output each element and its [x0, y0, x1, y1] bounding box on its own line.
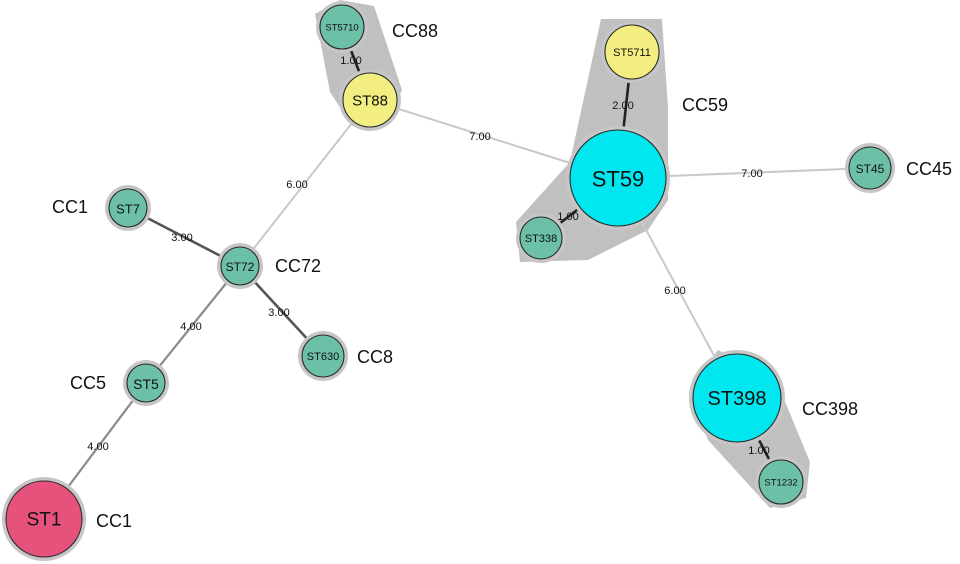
- node-circle: [126, 363, 166, 403]
- edge-weight-label: 1.00: [557, 211, 578, 223]
- edge-weight-label: 3.00: [171, 232, 192, 244]
- node-st72[interactable]: ST72: [217, 243, 263, 289]
- cc-label-cc398: CC398: [802, 399, 858, 419]
- node-circle: [569, 129, 667, 227]
- node-circle: [848, 146, 892, 190]
- edge-weight-label: 7.00: [469, 131, 490, 143]
- edge-weight-label: 4.00: [87, 441, 108, 453]
- edge-weight-label: 2.00: [612, 100, 633, 112]
- cc-label-cc1-st7: CC1: [52, 197, 88, 217]
- edge-st72-st88: [239, 99, 371, 267]
- edge-weight-labels: 4.00 4.00 3.00 3.00 6.00 1.00 7.00 2.00 1.00 7.00…: [87, 55, 769, 457]
- node-label: ST5710: [325, 23, 358, 34]
- node-st1232[interactable]: ST1232: [755, 456, 807, 508]
- node-st5710[interactable]: ST5710: [316, 1, 368, 53]
- node-circle: [519, 216, 563, 260]
- node-label: ST338: [525, 233, 557, 245]
- edge-st5-st72: [145, 265, 241, 384]
- node-st1[interactable]: ST1: [2, 477, 86, 561]
- node-st88[interactable]: ST88: [339, 69, 401, 131]
- edge-weight-label: 6.00: [286, 179, 307, 191]
- cc-label-cc72: CC72: [275, 256, 321, 276]
- edge-weight-label: 4.00: [180, 321, 201, 333]
- node-st398[interactable]: ST398: [689, 350, 785, 446]
- node-circle: [604, 24, 660, 80]
- cc-label-cc1-st1: CC1: [96, 511, 132, 531]
- node-label: ST5: [133, 376, 159, 392]
- node-label: ST88: [352, 93, 388, 110]
- node-circle: [758, 459, 804, 505]
- node-label: ST1: [27, 510, 62, 531]
- node-label: ST398: [708, 388, 767, 410]
- edge-weight-label: 1.00: [340, 55, 361, 67]
- edge-weight-label: 7.00: [741, 168, 762, 180]
- node-label: ST72: [226, 260, 255, 274]
- node-label: ST5711: [613, 47, 651, 59]
- node-circle: [692, 353, 782, 443]
- node-st45[interactable]: ST45: [845, 143, 895, 193]
- node-st338[interactable]: ST338: [516, 213, 566, 263]
- node-st7[interactable]: ST7: [105, 185, 151, 231]
- node-circle: [319, 4, 365, 50]
- edge-weight-label: 3.00: [268, 307, 289, 319]
- cc-label-cc5: CC5: [70, 373, 106, 393]
- node-label: ST1232: [764, 478, 797, 489]
- node-st5711[interactable]: ST5711: [601, 21, 663, 83]
- node-st59[interactable]: ST59: [566, 126, 670, 230]
- node-circle: [108, 188, 148, 228]
- cc-label-cc59: CC59: [682, 95, 728, 115]
- cc-label-cc8: CC8: [357, 347, 393, 367]
- cc-label-cc45: CC45: [906, 159, 952, 179]
- node-circle: [301, 334, 345, 378]
- cc-label-cc88: CC88: [392, 21, 438, 41]
- node-circle: [342, 72, 398, 128]
- node-label: ST630: [307, 351, 339, 363]
- node-st5[interactable]: ST5: [123, 360, 169, 406]
- node-label: ST59: [592, 167, 645, 192]
- node-circle: [220, 246, 260, 286]
- node-circle: [5, 480, 83, 558]
- node-label: ST7: [116, 202, 140, 217]
- node-st630[interactable]: ST630: [298, 331, 348, 381]
- edge-weight-label: 1.00: [748, 445, 769, 457]
- node-label: ST45: [856, 162, 885, 176]
- edge-weight-label: 6.00: [664, 285, 685, 297]
